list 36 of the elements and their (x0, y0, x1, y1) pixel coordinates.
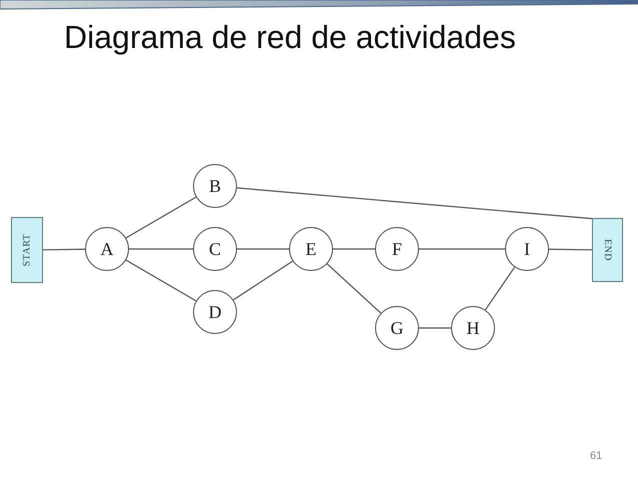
activity-circle (193, 164, 237, 208)
connector-line (549, 248, 592, 250)
activity-label: D (208, 303, 222, 321)
connector-line (126, 260, 196, 302)
activity-label: I (524, 240, 530, 258)
activity-circle (375, 306, 419, 350)
activity-circle (451, 306, 495, 350)
terminal-box (592, 218, 623, 282)
activity-label: B (208, 177, 221, 195)
connector-line (326, 263, 382, 314)
connector-line (43, 248, 85, 250)
connector-line (126, 196, 196, 238)
activity-circle (375, 227, 419, 271)
connector-line (484, 266, 516, 310)
activity-circle (193, 290, 237, 334)
activity-circle (505, 227, 549, 271)
activity-circle (289, 227, 333, 271)
activity-label: G (390, 319, 404, 337)
page-number: 61 (590, 450, 602, 464)
activity-circle (85, 227, 129, 271)
connector-line (233, 260, 293, 300)
connector-line (129, 248, 193, 250)
connector-line (333, 248, 375, 250)
activity-label: A (100, 240, 114, 258)
connector-line (419, 248, 505, 250)
slide-title: Diagrama de red de actividades (64, 19, 516, 56)
activity-circle (193, 227, 237, 271)
terminal-label: END (602, 238, 612, 262)
activity-label: H (466, 319, 480, 337)
connector-line (419, 327, 451, 329)
terminal-label: START (22, 234, 32, 266)
activity-label: F (392, 240, 402, 258)
terminal-box (11, 217, 43, 283)
activity-label: C (208, 240, 221, 258)
activity-label: E (306, 240, 316, 258)
connector-line (237, 248, 289, 250)
